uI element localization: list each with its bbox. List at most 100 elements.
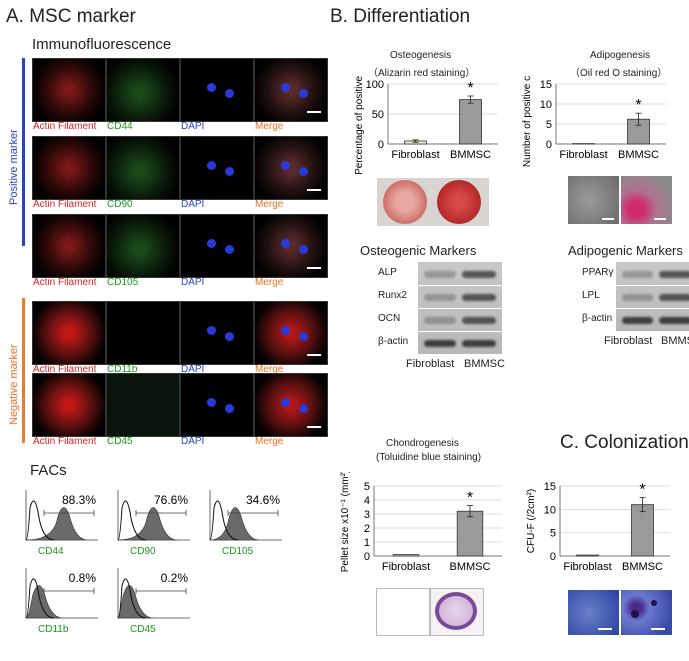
blot-lane-label: BMMSC bbox=[661, 335, 689, 347]
blot-band-bmmsc bbox=[659, 316, 689, 324]
y-axis-label: Percentage of positive area bbox=[354, 76, 365, 175]
immuno-dapi-panel bbox=[180, 214, 254, 278]
y-tick-label: 3 bbox=[364, 509, 370, 521]
x-category-label: Fibroblast bbox=[563, 561, 611, 573]
blot-marker-label: Runx2 bbox=[378, 289, 407, 301]
scale-bar bbox=[307, 426, 321, 428]
significance-star: * bbox=[639, 482, 645, 499]
nucleus bbox=[207, 239, 216, 248]
blot-marker-label: LPL bbox=[582, 289, 600, 301]
colony bbox=[631, 610, 639, 618]
nucleus bbox=[281, 326, 290, 335]
immuno-dapi-panel bbox=[180, 373, 254, 437]
facs-marker-label: CD105 bbox=[222, 546, 254, 557]
nucleus bbox=[225, 89, 234, 98]
facs-stained-peak bbox=[25, 507, 88, 541]
blot-band-fibroblast bbox=[424, 339, 456, 347]
x-category-label: Fibroblast bbox=[382, 561, 430, 573]
adipogenesis-subtitle: （Oil red O staining） bbox=[570, 68, 668, 79]
y-tick-label: 5 bbox=[364, 481, 370, 493]
facs-percentage: 0.2% bbox=[161, 571, 189, 585]
immuno-marker-panel bbox=[106, 58, 180, 122]
facs-marker-label: CD11b bbox=[38, 624, 69, 635]
scale-bar bbox=[654, 218, 666, 220]
immuno-merge-panel bbox=[254, 214, 328, 278]
y-axis-label: CFU-F (/2cm²) bbox=[526, 489, 537, 553]
immuno-actin-panel bbox=[32, 136, 106, 200]
facs-percentage: 76.6% bbox=[154, 493, 188, 507]
blot-lane-label: BMMSC bbox=[464, 358, 505, 370]
osteogenic-markers-title: Osteogenic Markers bbox=[360, 243, 477, 258]
bmmsc-colony-image bbox=[621, 590, 672, 635]
immuno-caption: Merge bbox=[255, 436, 284, 447]
x-category-label: BMMSC bbox=[450, 149, 491, 161]
y-tick-label: 0 bbox=[364, 551, 370, 563]
y-tick-label: 5 bbox=[546, 119, 552, 131]
blot-band-bmmsc bbox=[462, 270, 496, 278]
blot-divider bbox=[616, 308, 689, 309]
bar bbox=[392, 554, 420, 557]
blot-band-fibroblast bbox=[622, 293, 653, 301]
immuno-marker-panel bbox=[106, 136, 180, 200]
nucleus bbox=[207, 161, 216, 170]
blot-band-bmmsc bbox=[462, 293, 496, 301]
blot-band-fibroblast bbox=[622, 316, 653, 324]
immuno-merge-panel bbox=[254, 301, 328, 365]
pellet bbox=[435, 592, 477, 630]
bmmsc-oil-red bbox=[621, 176, 672, 224]
blot-lane-label: Fibroblast bbox=[604, 335, 653, 347]
y-tick-label: 0 bbox=[546, 139, 552, 151]
facs-control-peak bbox=[117, 578, 147, 619]
x-category-label: BMMSC bbox=[618, 149, 659, 161]
nucleus bbox=[207, 83, 216, 92]
x-category-label: Fibroblast bbox=[559, 149, 607, 161]
scale-bar bbox=[307, 354, 321, 356]
blot-divider bbox=[418, 331, 502, 332]
y-tick-label: 10 bbox=[544, 504, 556, 516]
fibroblast-oil-red bbox=[568, 176, 619, 224]
immuno-actin-panel bbox=[32, 58, 106, 122]
nucleus bbox=[225, 167, 234, 176]
y-tick-label: 5 bbox=[550, 528, 556, 540]
scale-bar bbox=[651, 628, 665, 630]
facs-gate bbox=[135, 588, 187, 594]
nucleus bbox=[299, 404, 308, 413]
nucleus bbox=[225, 332, 234, 341]
blot-divider bbox=[418, 285, 502, 286]
blot-band-fibroblast bbox=[622, 270, 653, 278]
bmmsc-toluidine-image bbox=[430, 588, 484, 636]
blot-divider bbox=[616, 285, 689, 286]
facs-gate bbox=[227, 510, 279, 516]
immuno-merge-panel bbox=[254, 373, 328, 437]
y-tick-label: 0 bbox=[378, 139, 384, 151]
immuno-caption: Merge bbox=[255, 121, 284, 132]
nucleus bbox=[281, 239, 290, 248]
facs-control-peak bbox=[117, 500, 147, 541]
positive-marker-bar bbox=[22, 58, 25, 246]
immuno-dapi-panel bbox=[180, 58, 254, 122]
y-axis-label: Number of positive cells bbox=[522, 76, 533, 167]
facs-histogram: 34.6% bbox=[209, 490, 282, 541]
blot-band-fibroblast bbox=[424, 270, 456, 278]
x-category-label: BMMSC bbox=[622, 561, 663, 573]
nucleus bbox=[281, 398, 290, 407]
blot-band-fibroblast bbox=[424, 316, 456, 324]
facs-marker-label: CD44 bbox=[38, 546, 64, 557]
bar bbox=[456, 510, 484, 557]
immuno-caption: Merge bbox=[255, 277, 284, 288]
bmmsc-dish bbox=[437, 180, 481, 224]
x-category-label: Fibroblast bbox=[391, 149, 439, 161]
y-tick-label: 0 bbox=[550, 551, 556, 563]
chondrogenesis-subtitle: (Toluidine blue staining) bbox=[376, 452, 482, 463]
immuno-actin-panel bbox=[32, 373, 106, 437]
blot-band-fibroblast bbox=[424, 293, 456, 301]
blot-marker-label: OCN bbox=[378, 312, 401, 324]
colony bbox=[651, 600, 657, 606]
bar bbox=[576, 554, 599, 557]
immuno-caption: CD105 bbox=[107, 277, 139, 288]
y-tick-label: 1 bbox=[364, 537, 370, 549]
section-a-title: A. MSC marker bbox=[6, 6, 136, 27]
immuno-dapi-panel bbox=[180, 136, 254, 200]
